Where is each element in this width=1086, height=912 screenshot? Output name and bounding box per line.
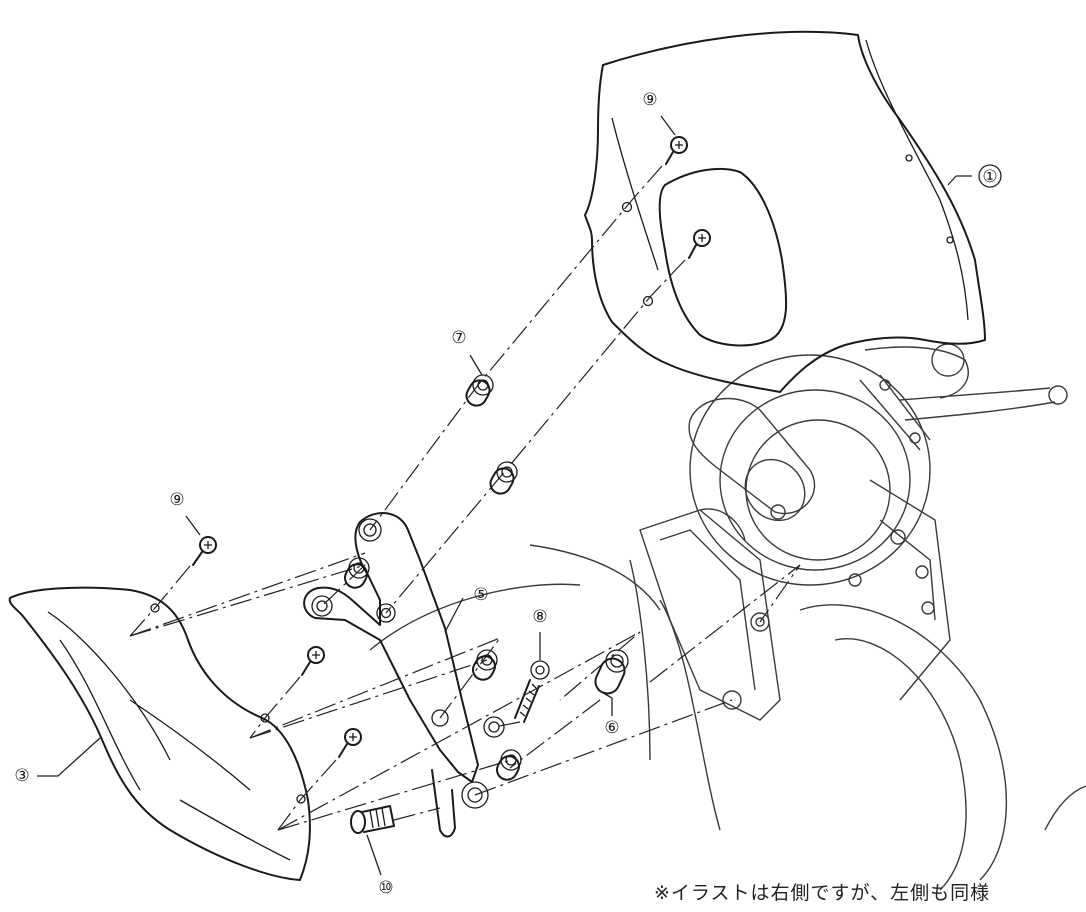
collar-4 [472, 649, 498, 681]
screw-parts [192, 136, 711, 758]
screw-left-3 [338, 728, 362, 758]
collar-3 [344, 557, 370, 589]
collar-parts [344, 374, 522, 781]
collar-2 [489, 461, 518, 495]
bracket-part [303, 511, 489, 838]
label-part-1: ① [982, 167, 997, 187]
bolt-part-10 [350, 805, 395, 834]
leader-lines [37, 115, 972, 876]
collar-1 [465, 374, 494, 407]
label-part-10: ⑩ [378, 878, 393, 898]
label-part-9-left: ⑨ [169, 490, 184, 510]
label-part-5: ⑤ [473, 585, 488, 605]
label-part-3: ③ [14, 766, 29, 786]
part-number-labels: ① ③ ⑤ ⑥ ⑦ ⑧ ⑨ ⑨ ⑩ [14, 90, 1002, 898]
label-part-8: ⑧ [532, 607, 547, 627]
deflector-part [8, 586, 311, 881]
label-part-9-top: ⑨ [642, 90, 657, 110]
bolt-part-8 [514, 660, 550, 723]
windscreen-part [584, 30, 986, 393]
motorcycle-front-background [369, 343, 1086, 891]
screw-top-1 [665, 136, 688, 165]
screw-left-2 [301, 646, 325, 676]
note-text: ※イラストは右側ですが、左側も同様 [654, 882, 991, 904]
spacer-part [594, 649, 629, 695]
screw-top-2 [688, 229, 711, 259]
assembly-lines [129, 165, 801, 831]
label-part-6: ⑥ [604, 718, 619, 738]
screw-left-1 [192, 536, 217, 566]
label-part-7: ⑦ [451, 328, 466, 348]
label-circle-1 [978, 164, 1002, 188]
